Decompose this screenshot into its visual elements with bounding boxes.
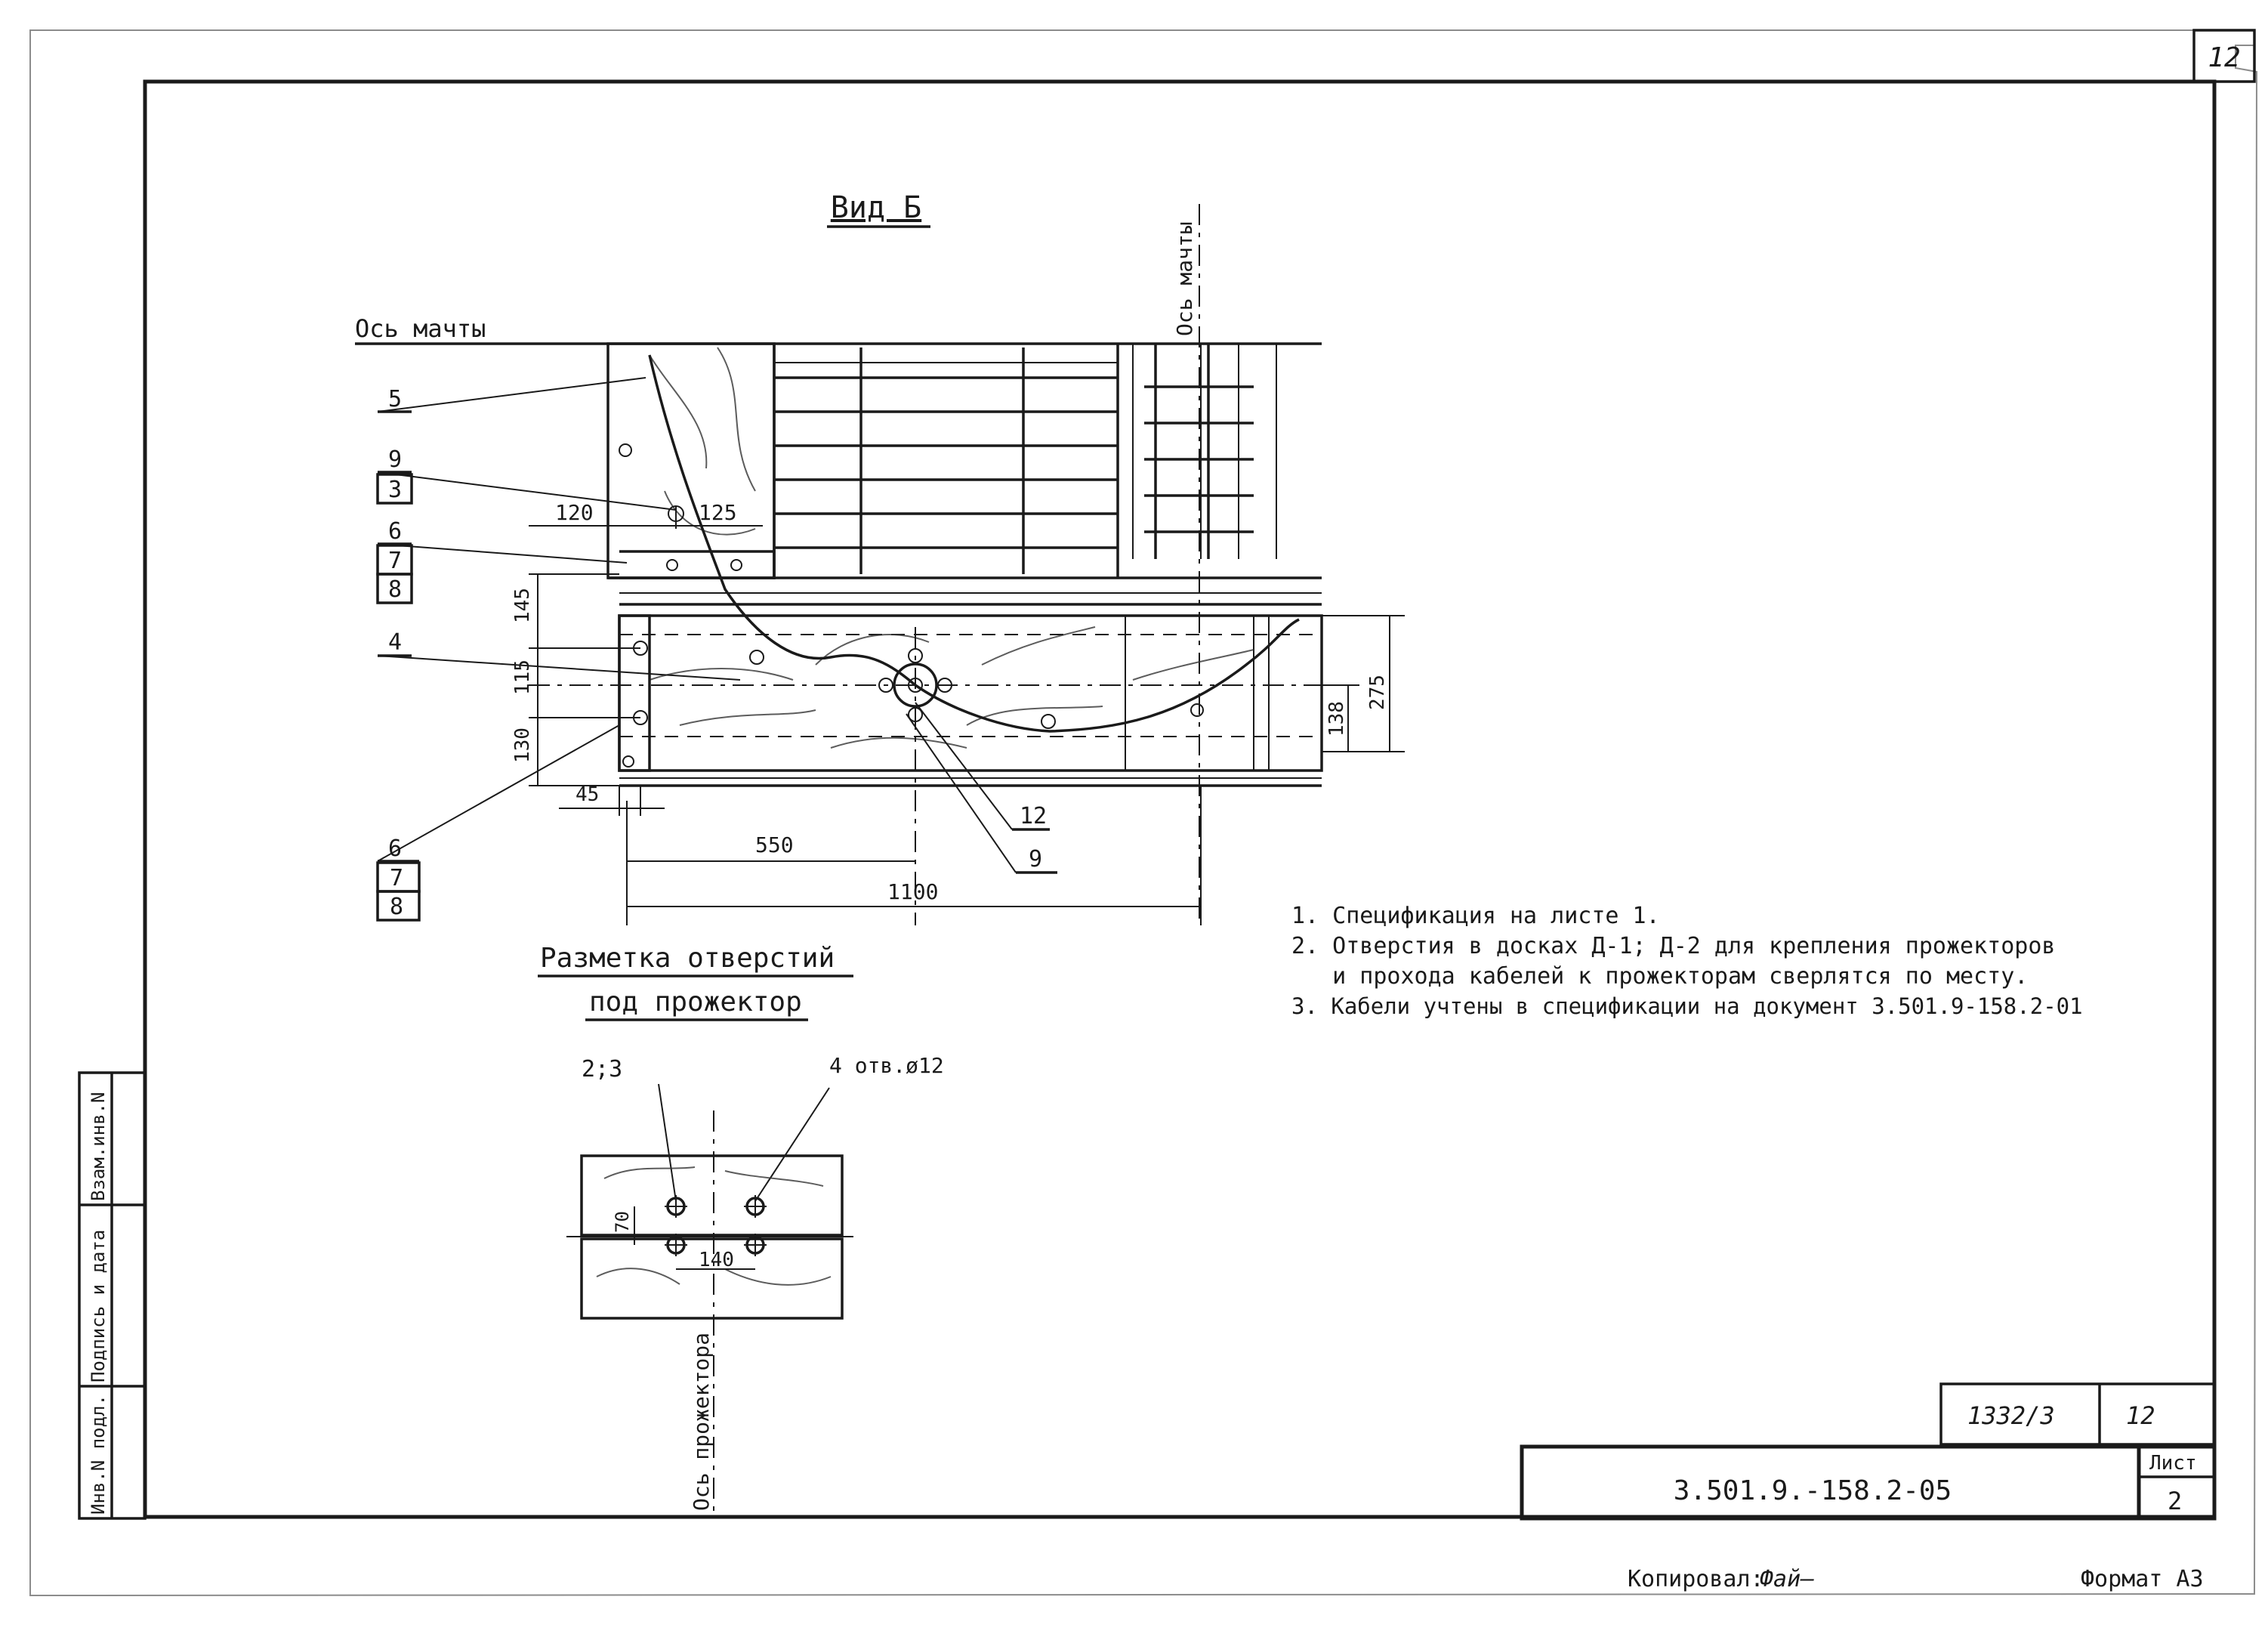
bracket-upper [619, 550, 776, 579]
svg-text:4: 4 [388, 629, 402, 656]
page-edge [29, 29, 2258, 1597]
title-block: 1332/3 12 3.501.9.-158.2-05 Лист 2 [1520, 1382, 2217, 1521]
marking-label-holes: 4 отв.ø12 [829, 1053, 944, 1078]
dim-120: 120 [555, 500, 594, 525]
note-2-cont: и прохода кабелей к прожекторам сверлятс… [1291, 963, 2028, 990]
marking-title-2: под прожектор [589, 987, 802, 1018]
dim-1100: 1100 [887, 879, 938, 904]
format-label: Формат А3 [2081, 1566, 2204, 1592]
dim-550: 550 [755, 832, 794, 857]
svg-text:6: 6 [388, 835, 402, 862]
side-stamp-sign: Подпись и дата [88, 1230, 109, 1382]
callout-12: 12 [915, 702, 1050, 831]
dim-45: 45 [575, 783, 599, 806]
marking-dim-70: 70 [612, 1211, 633, 1233]
mast-axis-label-vertical: Ось мачты [1172, 221, 1197, 336]
side-stamp-vzam: Взам.инв.N [88, 1092, 109, 1202]
marking-label-2-3: 2;3 [582, 1056, 622, 1083]
archive-sheet: 12 [2126, 1401, 2155, 1430]
sheet-number: 2 [2168, 1487, 2182, 1515]
callout-4: 4 [377, 629, 741, 681]
left-angle [618, 614, 651, 772]
marking-axis-label: Ось прожектора [689, 1333, 714, 1511]
callout-9-3: 9 3 [376, 446, 677, 511]
dim-125: 125 [699, 500, 737, 525]
svg-text:7: 7 [388, 548, 402, 574]
marking-boards [566, 1154, 853, 1320]
deck-strip [608, 576, 1322, 606]
note-3: 3. Кабели учтены в спецификации на докум… [1291, 993, 2083, 1019]
corner-number-box [2192, 29, 2256, 83]
svg-text:12: 12 [1020, 803, 1047, 829]
marking-holes [665, 1195, 767, 1256]
svg-text:8: 8 [388, 576, 402, 603]
sheet-corner-number: 12 [2208, 42, 2240, 73]
callout-6-7-8-bottom: 6 7 8 [376, 724, 620, 922]
upper-grating [773, 344, 1277, 578]
note-2: 2. Отверстия в досках Д-1; Д-2 для крепл… [1291, 933, 2055, 959]
marking-dim-140: 140 [699, 1249, 734, 1271]
view-title: Вид Б [831, 190, 921, 225]
note-1: 1. Спецификация на листе 1. [1291, 903, 1660, 929]
callout-9-lower: 9 [906, 713, 1057, 874]
dim-275: 275 [1366, 675, 1389, 710]
dim-130: 130 [511, 727, 534, 763]
copied-signature: Фай— [1760, 1566, 1814, 1592]
callout-6-7-8-top: 6 7 8 [376, 518, 628, 604]
callout-5: 5 [377, 377, 646, 413]
notes: 1. Спецификация на листе 1. 2. Отверстия… [1291, 903, 2083, 1019]
side-stamp: Инв.N подл. Подпись и дата Взам.инв.N [78, 1071, 147, 1520]
copied-label: Копировал: [1628, 1566, 1764, 1592]
svg-text:3: 3 [388, 477, 402, 503]
drawing-frame [143, 79, 2217, 1519]
marking-title-1: Разметка отверстий [540, 943, 835, 974]
svg-text:8: 8 [390, 894, 403, 920]
svg-text:9: 9 [1029, 846, 1042, 873]
doc-code: 3.501.9.-158.2-05 [1674, 1475, 1952, 1506]
cable [648, 354, 1300, 733]
archive-number: 1332/3 [1967, 1401, 2055, 1430]
dim-138: 138 [1325, 701, 1348, 737]
svg-text:5: 5 [388, 386, 402, 412]
mast-axis-label: Ось мачты [355, 314, 486, 343]
side-stamp-inv: Инв.N подл. [88, 1395, 109, 1515]
lower-board [618, 614, 1323, 772]
svg-text:6: 6 [388, 518, 402, 545]
sheet-label: Лист [2149, 1452, 2197, 1475]
svg-text:9: 9 [388, 446, 402, 473]
dim-145: 145 [511, 588, 534, 623]
svg-text:7: 7 [390, 865, 403, 891]
